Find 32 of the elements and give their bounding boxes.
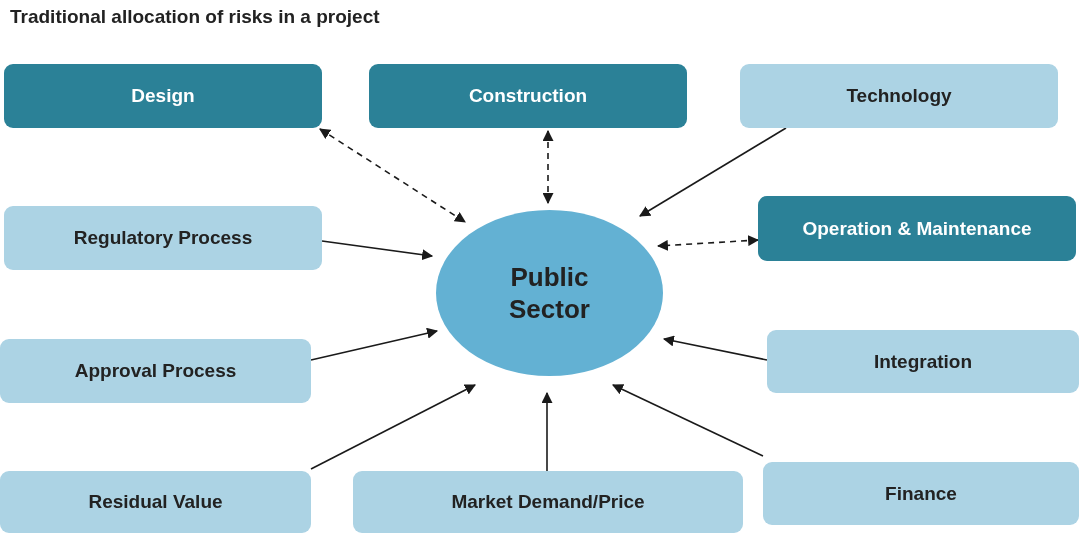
node-label: Design	[131, 84, 195, 108]
node-label: Market Demand/Price	[451, 490, 645, 514]
arrow	[541, 391, 553, 472]
rounded-box	[0, 471, 311, 533]
rounded-box	[369, 64, 687, 128]
node-label: Technology	[846, 84, 952, 108]
rounded-box	[0, 339, 311, 403]
rounded-box	[353, 471, 743, 533]
rounded-box	[4, 206, 322, 270]
arrow	[542, 129, 554, 205]
node-label: Residual Value	[88, 490, 223, 514]
rounded-box	[758, 196, 1076, 261]
arrow	[639, 127, 787, 217]
node-label: Regulatory Process	[73, 226, 253, 250]
node-label: Public Sector	[508, 260, 591, 326]
node-label: Approval Process	[74, 359, 237, 383]
node-label: Finance	[885, 481, 957, 506]
rounded-box	[4, 64, 322, 128]
rounded-box	[740, 64, 1058, 128]
arrow	[612, 384, 764, 457]
node-label: Operation & Maintenance	[802, 216, 1032, 241]
node-label: Construction	[468, 84, 588, 108]
arrow	[321, 240, 434, 261]
rounded-box	[763, 462, 1079, 525]
arrow	[656, 235, 760, 251]
arrow	[310, 384, 476, 470]
arrow	[319, 128, 466, 223]
diagram-title: Traditional allocation of risks in a project	[10, 6, 380, 28]
rounded-box	[767, 330, 1079, 393]
arrow	[310, 327, 439, 361]
arrow	[662, 335, 768, 361]
node-label: Integration	[873, 349, 973, 374]
